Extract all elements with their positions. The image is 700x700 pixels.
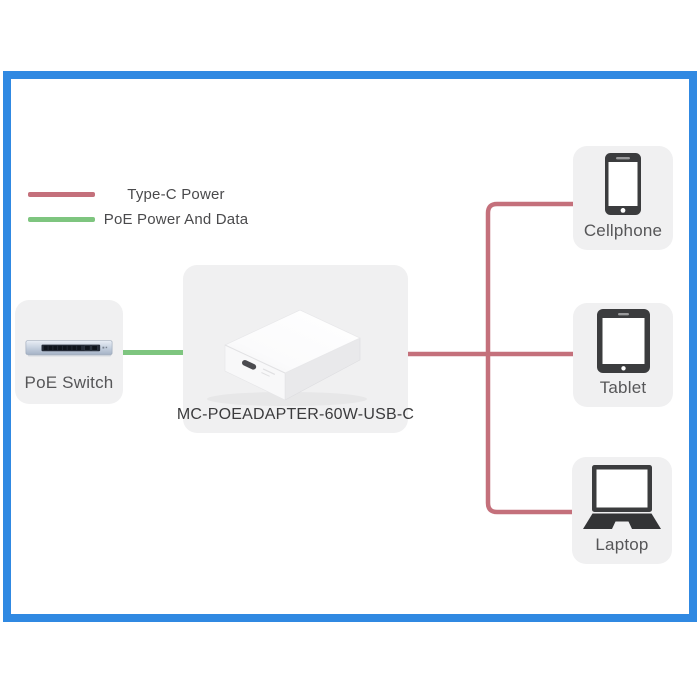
adapter-label: MC-POEADAPTER-60W-USB-C [176,406,415,423]
type-c-power-line-swatch [28,192,95,197]
cellphone-node: Cellphone [573,146,673,250]
poe-power-data-line-swatch [28,217,95,222]
poe-adapter-device-image [207,309,367,406]
legend: Type-C Power PoE Power And Data [28,182,257,232]
legend-item-type-c-power: Type-C Power [28,182,257,207]
legend-label-type-c-power: Type-C Power [127,186,225,203]
cellphone-label: Cellphone [583,221,663,240]
poe-switch-node: PoE Switch [15,300,123,404]
tablet-label: Tablet [599,378,647,397]
laptop-node: Laptop [572,457,672,564]
cellphone-icon [605,153,641,215]
legend-label-poe-power-and-data: PoE Power And Data [103,211,249,228]
tablet-node: Tablet [573,303,673,407]
poe-switch-label: PoE Switch [24,373,114,392]
legend-item-poe-power-and-data: PoE Power And Data [28,207,257,232]
adapter-node: MC-POEADAPTER-60W-USB-C [177,265,414,433]
tablet-icon [596,309,650,373]
laptop-label: Laptop [595,535,649,554]
laptop-icon [581,465,663,531]
poe-switch-icon [22,338,116,360]
